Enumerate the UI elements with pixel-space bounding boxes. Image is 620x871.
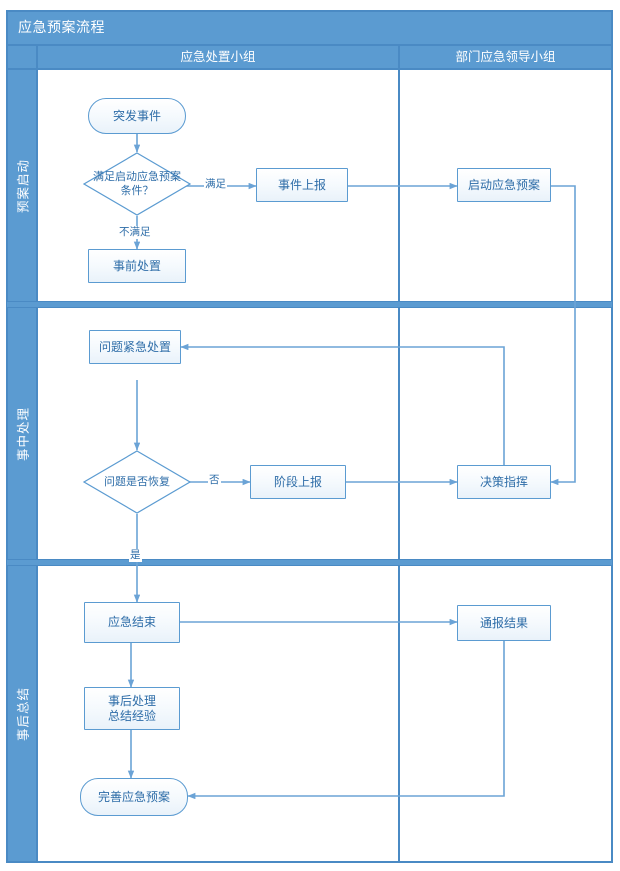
node-improve-plan-label: 完善应急预案: [97, 789, 170, 804]
node-activate-plan[interactable]: 启动应急预案: [457, 168, 551, 202]
node-event-report[interactable]: 事件上报: [256, 168, 348, 202]
lane-separator-1: [7, 302, 612, 307]
node-pre-handling[interactable]: 事前处置: [88, 249, 186, 283]
column-header-leadership-team: 部门应急领导小组: [399, 45, 612, 69]
node-activation-condition-decision[interactable]: 满足启动应急预案条件？: [83, 152, 191, 216]
node-event-report-label: 事件上报: [277, 177, 326, 192]
lane-header-post-event: 事后总结: [7, 565, 37, 862]
header-corner-cell: [7, 45, 37, 69]
edge-label-not-recovered: 否: [208, 474, 221, 487]
lane2-cell-leadership-team: [399, 307, 612, 560]
node-incident[interactable]: 突发事件: [88, 98, 186, 134]
chart-title: 应急预案流程: [7, 11, 612, 45]
node-post-handling-line2: 总结经验: [107, 708, 156, 723]
node-recovered-decision-label: 问题是否恢复: [104, 475, 170, 488]
node-emergency-end[interactable]: 应急结束: [84, 602, 180, 643]
node-improve-plan[interactable]: 完善应急预案: [80, 778, 188, 816]
edge-label-meets-condition: 满足: [204, 178, 227, 191]
lane-separator-2: [7, 560, 612, 565]
diamond-shape-activation: [83, 152, 191, 216]
node-post-handling-summary[interactable]: 事后处理 总结经验: [84, 687, 180, 730]
lane-label-during-event: 事中处理: [15, 406, 31, 461]
node-notify-result-label: 通报结果: [479, 615, 528, 630]
node-recovered-decision[interactable]: 问题是否恢复: [83, 450, 191, 514]
node-decision-command-label: 决策指挥: [479, 474, 528, 489]
node-emergency-end-label: 应急结束: [107, 615, 156, 629]
node-incident-label: 突发事件: [112, 108, 161, 123]
node-emergency-handling[interactable]: 问题紧急处置: [89, 330, 181, 364]
node-notify-result[interactable]: 通报结果: [457, 605, 551, 641]
node-decision-command[interactable]: 决策指挥: [457, 465, 551, 499]
column-header-response-team: 应急处置小组: [37, 45, 399, 69]
node-stage-report-label: 阶段上报: [273, 474, 322, 489]
edge-label-not-meets-condition: 不满足: [118, 226, 152, 239]
node-activate-plan-label: 启动应急预案: [467, 177, 540, 192]
node-activation-condition-label: 满足启动应急预案条件？: [93, 170, 181, 197]
diamond-shape-recovered: [83, 450, 191, 514]
edge-label-recovered: 是: [129, 549, 142, 562]
lane-label-post-event: 事后总结: [15, 686, 31, 741]
lane-header-during-event: 事中处理: [7, 307, 37, 560]
lane-header-plan-activation: 预案启动: [7, 69, 37, 302]
lane-label-plan-activation: 预案启动: [15, 158, 31, 213]
node-stage-report[interactable]: 阶段上报: [250, 465, 346, 499]
node-pre-handling-label: 事前处置: [112, 258, 161, 273]
node-post-handling-line1: 事后处理: [107, 693, 156, 708]
node-emergency-handling-label: 问题紧急处置: [98, 339, 171, 354]
